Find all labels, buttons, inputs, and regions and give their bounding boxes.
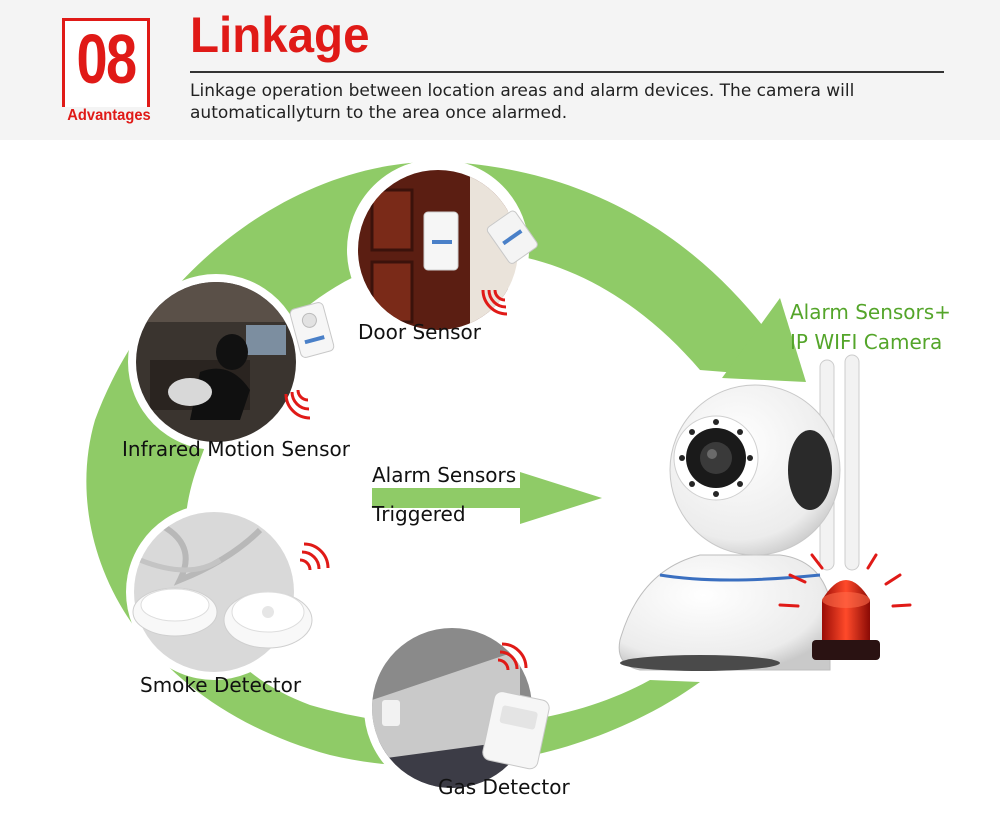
camera-label-line1: Alarm Sensors+	[790, 300, 951, 324]
trigger-arrow	[372, 472, 602, 524]
smoke-detector-label: Smoke Detector	[140, 673, 302, 697]
header-banner	[0, 0, 1000, 140]
badge-label: Advantages	[61, 107, 157, 125]
trigger-label-line2: Triggered	[372, 502, 466, 526]
smoke-detector-icon	[126, 504, 330, 680]
trigger-label-line1: Alarm Sensors	[372, 463, 517, 487]
camera-label-line2: IP WIFI Camera	[790, 330, 943, 354]
gas-detector-icon	[364, 620, 550, 796]
title-divider	[190, 71, 944, 73]
page-description: Linkage operation between location areas…	[190, 81, 855, 123]
badge-number: 08	[76, 20, 137, 98]
page-title: Linkage	[190, 7, 370, 63]
motion-sensor-label: Infrared Motion Sensor	[122, 437, 350, 461]
door-sensor-icon	[347, 159, 538, 341]
door-sensor-label: Door Sensor	[358, 320, 482, 344]
gas-detector-label: Gas Detector	[438, 775, 570, 799]
alarm-light-icon	[778, 553, 912, 660]
advantage-badge: 08 Advantages	[61, 18, 157, 125]
ip-camera-icon	[618, 354, 912, 671]
motion-sensor-icon	[128, 274, 335, 450]
